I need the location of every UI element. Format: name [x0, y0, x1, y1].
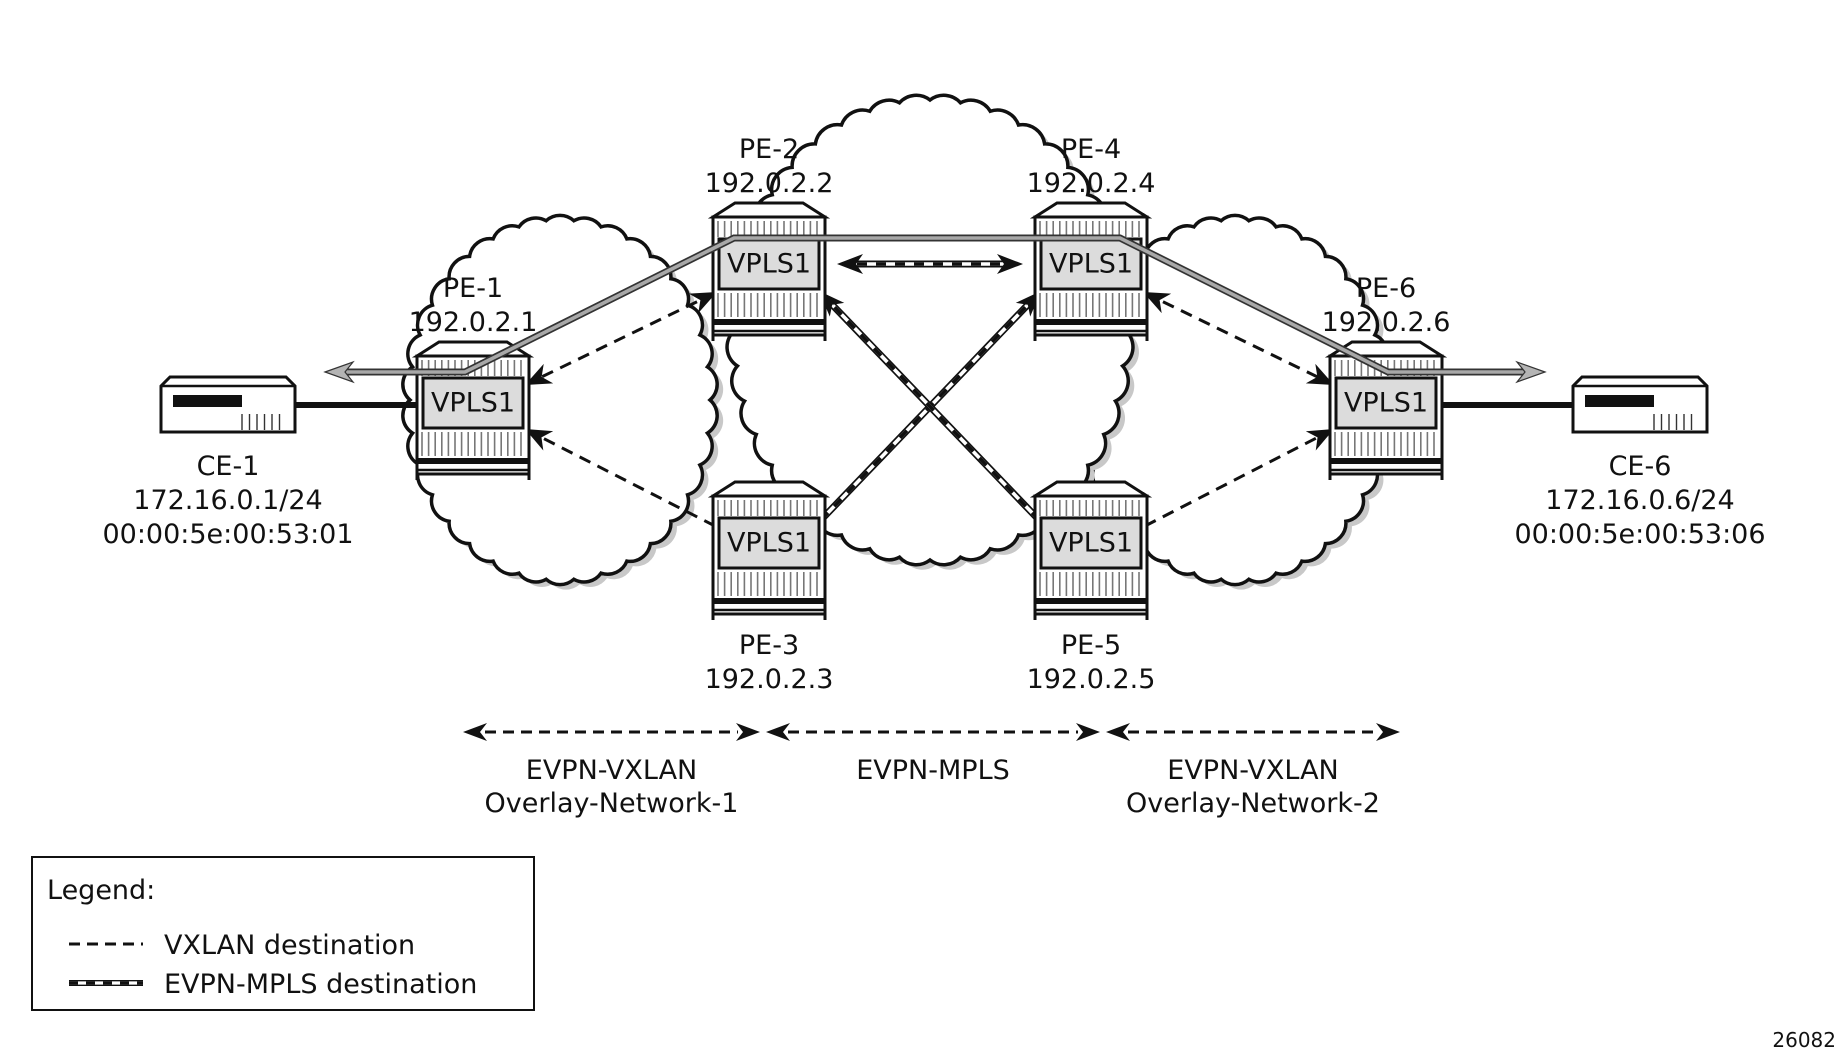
legend-title: Legend: — [47, 875, 155, 906]
arrowhead — [837, 254, 863, 274]
node-name: PE-1 — [443, 273, 503, 304]
segment-arrowhead — [463, 723, 487, 741]
legend-label-mpls: EVPN-MPLS destination — [164, 969, 477, 1000]
segment-label: EVPN-VXLAN — [1167, 755, 1338, 786]
node-name: PE-5 — [1061, 630, 1121, 661]
legend-item-vxlan: VXLAN destination — [69, 930, 415, 961]
traffic-arrowhead — [1515, 360, 1547, 384]
segment-arrowhead — [766, 723, 790, 741]
ce-display — [173, 395, 242, 407]
segment-arrowhead — [1076, 723, 1100, 741]
vpls-label: VPLS1 — [1344, 388, 1428, 419]
router-top — [1029, 201, 1153, 219]
router-top — [707, 480, 831, 498]
figure-id: 26082 — [1772, 1028, 1836, 1052]
node-address: 192.0.2.3 — [705, 664, 834, 695]
node-name: CE-1 — [197, 451, 260, 482]
mpls-link-pe2-pe4 — [837, 254, 1023, 274]
node-address: 192.0.2.2 — [705, 168, 834, 199]
node-mac: 00:00:5e:00:53:06 — [1514, 519, 1765, 550]
vpls-label: VPLS1 — [431, 388, 515, 419]
vpls-box[interactable] — [717, 516, 821, 570]
traffic-arrowhead — [323, 360, 355, 384]
node-name: CE-6 — [1609, 451, 1672, 482]
node-name: PE-4 — [1061, 134, 1121, 165]
nodes: VPLS1PE-1192.0.2.1VPLS1PE-2192.0.2.2VPLS… — [102, 134, 1765, 695]
legend-item-mpls: EVPN-MPLS destination — [69, 969, 477, 1000]
segment-label: EVPN-MPLS — [856, 755, 1010, 786]
vxlan-link-pe5-pe6 — [1144, 428, 1334, 528]
vxlan-link-pe4-pe6 — [1143, 291, 1334, 386]
segment-label: EVPN-VXLAN — [526, 755, 697, 786]
vxlan-link-pe3-pe1 — [525, 428, 716, 528]
segment-arrowhead — [736, 723, 760, 741]
clouds — [401, 93, 1399, 590]
node-address: 192.0.2.6 — [1322, 307, 1451, 338]
vpls-box[interactable] — [421, 376, 525, 430]
vpls-label: VPLS1 — [1049, 528, 1133, 559]
arrowhead — [997, 254, 1023, 274]
vpls-box[interactable] — [1039, 516, 1143, 570]
vxlan-link-pe2-pe1 — [525, 291, 717, 386]
node-name: PE-2 — [739, 134, 799, 165]
vpls-label: VPLS1 — [1049, 249, 1133, 280]
segment-arrowhead — [1106, 723, 1130, 741]
segment-arrowhead — [1376, 723, 1400, 741]
vpls-box[interactable] — [1334, 376, 1438, 430]
ce-display — [1585, 395, 1654, 407]
node-address: 192.0.2.1 — [409, 307, 538, 338]
router-top — [1029, 480, 1153, 498]
node-address: 172.16.0.6/24 — [1545, 485, 1734, 516]
node-name: PE-3 — [739, 630, 799, 661]
node-name: PE-6 — [1356, 273, 1416, 304]
segment-sublabel: Overlay-Network-2 — [1126, 788, 1380, 819]
vpls-label: VPLS1 — [727, 249, 811, 280]
legend: Legend: VXLAN destination EVPN-MPLS dest… — [31, 856, 535, 1011]
vpls-box[interactable] — [1039, 237, 1143, 291]
node-mac: 00:00:5e:00:53:01 — [102, 519, 353, 550]
legend-label-vxlan: VXLAN destination — [164, 930, 415, 961]
segment-2: EVPN-MPLS — [766, 723, 1100, 786]
router-top — [707, 201, 831, 219]
node-address: 192.0.2.5 — [1027, 664, 1156, 695]
node-address: 172.16.0.1/24 — [133, 485, 322, 516]
traffic-path-fill — [335, 236, 1535, 374]
links — [295, 254, 1573, 528]
traffic-path — [323, 234, 1547, 384]
segment-sublabel: Overlay-Network-1 — [485, 788, 739, 819]
vpls-box[interactable] — [717, 237, 821, 291]
node-address: 192.0.2.4 — [1027, 168, 1156, 199]
vpls-label: VPLS1 — [727, 528, 811, 559]
